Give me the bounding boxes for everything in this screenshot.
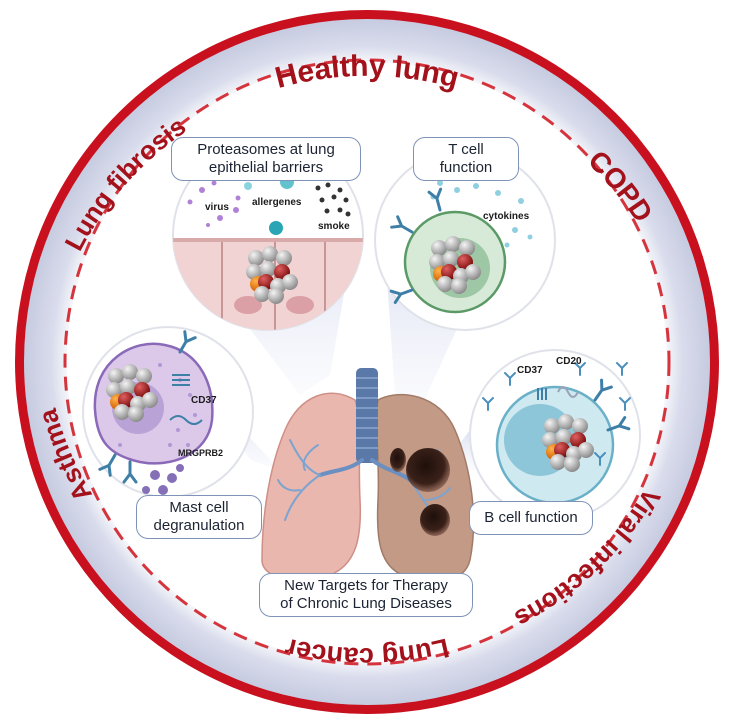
bcell-panel: CD37 CD20 <box>469 349 641 521</box>
tcell-panel: cytokines <box>374 149 556 331</box>
mast-panel: CD37 MRGPRB2 <box>82 326 254 498</box>
tag-cd37-bcell: CD37 <box>517 365 543 376</box>
epithelial-title-line2: epithelial barriers <box>208 159 324 176</box>
tag-smoke: smoke <box>318 221 350 232</box>
tumor <box>420 504 450 536</box>
tag-cytokines: cytokines <box>483 211 530 222</box>
tcell-title-line1: T cell <box>448 141 484 158</box>
tag-allergenes: allergenes <box>252 197 302 208</box>
tag-virus: virus <box>205 202 229 213</box>
tag-cd20: CD20 <box>556 356 582 367</box>
trachea <box>356 368 378 463</box>
center-title-line1: New Targets for Therapy <box>284 577 448 594</box>
tag-mrgprb2: MRGPRB2 <box>178 448 223 458</box>
mast-title-line2: degranulation <box>153 517 245 534</box>
cd37-icon <box>537 388 547 400</box>
cd20-icon <box>557 386 579 398</box>
lungs <box>261 368 475 582</box>
mrgprb2-icon <box>169 415 203 425</box>
cd37-icon <box>172 374 190 386</box>
epithelial-title-line1: Proteasomes at lung <box>197 141 335 158</box>
tag-cd37-mast: CD37 <box>191 395 217 406</box>
mast-title-line1: Mast cell <box>169 499 229 516</box>
bcell-title-box: B cell function <box>469 501 593 535</box>
inner-dashed-ring <box>63 58 671 666</box>
center-title-line2: of Chronic Lung Diseases <box>280 595 452 612</box>
bronchi <box>318 458 412 482</box>
tumor <box>390 448 406 472</box>
tumor <box>406 448 450 492</box>
bcell-title: B cell function <box>484 509 578 526</box>
tcell-title-line2: function <box>439 159 493 176</box>
